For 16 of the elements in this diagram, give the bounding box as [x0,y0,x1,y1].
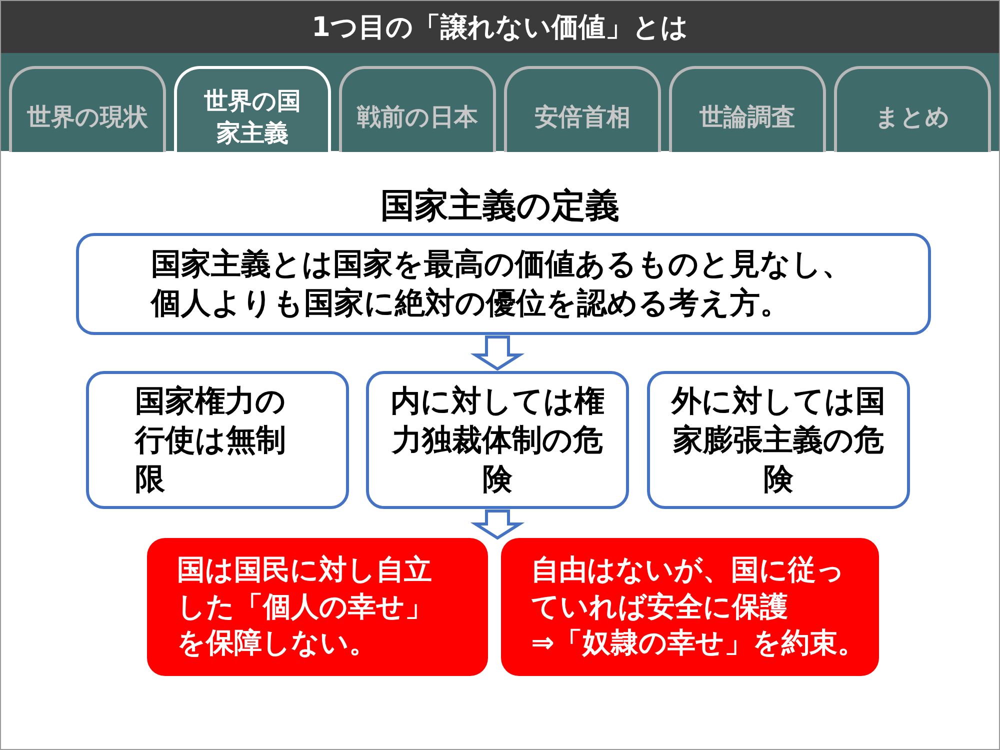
section-heading: 国家主義の定義 [380,185,620,228]
text-box: 外に対しては国家膨張主義の危険 [647,371,910,509]
nav-tab: 世論調査 [669,66,826,152]
block-arrow [470,336,525,371]
text-box: 国家主義とは国家を最高の価値あるものと見なし、個人よりも国家に絶対の優位を認める考え方。 [76,233,931,335]
callout-box: 自由はないが、国に従っていれば安全に保護 ⇒「奴隷の幸せ」を約束。 [501,538,879,676]
callout-box: 国は国民に対し自立した「個人の幸せ」を保障しない。 [147,538,488,676]
block-arrow [470,510,525,540]
nav-tab: 世界の国家主義 [174,66,331,152]
nav-tab: 世界の現状 [9,66,166,152]
nav-tab: まとめ [834,66,991,152]
nav-tab: 安倍首相 [504,66,661,152]
text-box: 国家権力の行使は無制限 [86,371,349,509]
slide-title: 1つ目の「譲れない価値」とは [310,11,690,45]
text-box: 内に対しては権力独裁体制の危険 [366,371,629,509]
nav-tab: 戦前の日本 [339,66,496,152]
